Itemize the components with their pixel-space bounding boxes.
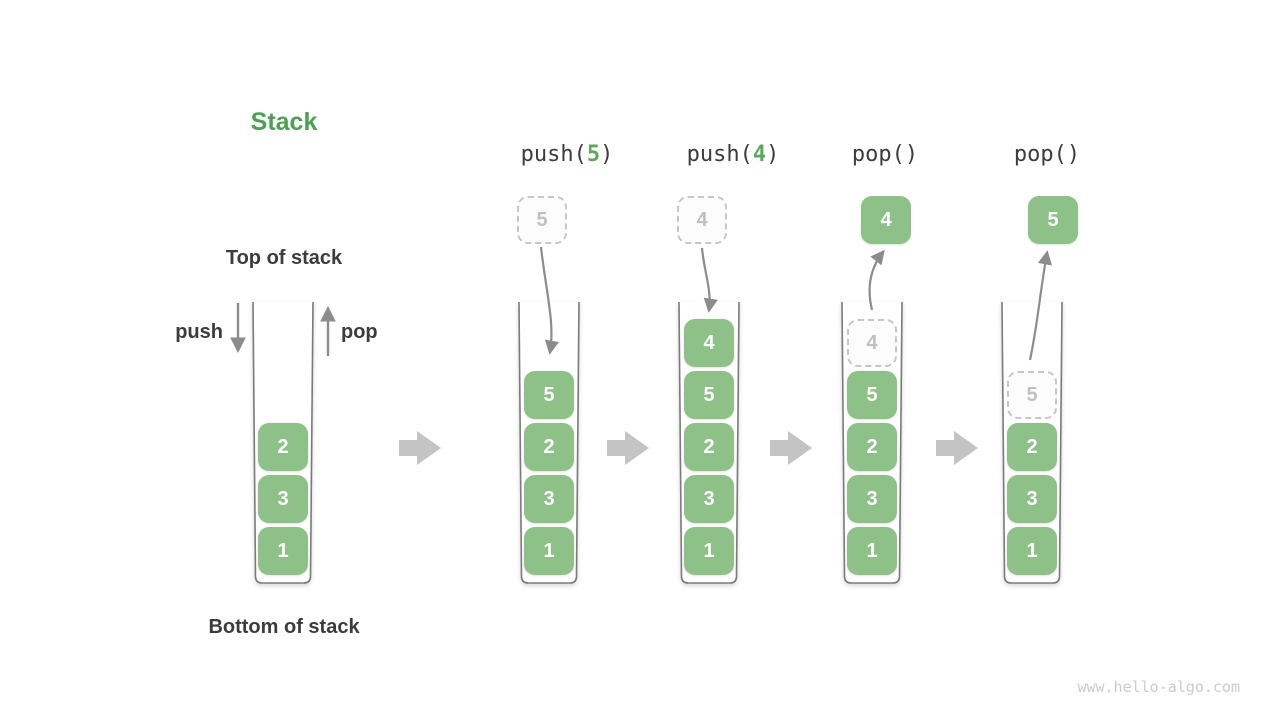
stack-cell-dashed: 4	[847, 319, 897, 367]
operation-paren: )	[904, 142, 919, 167]
operation-name: push(	[520, 142, 587, 167]
push-flow-arrow-icon	[700, 247, 718, 313]
stack-cell: 3	[1007, 475, 1057, 523]
stack-cell: 3	[258, 475, 308, 523]
stack-cell: 1	[258, 527, 308, 575]
stack-cell: 5	[524, 371, 574, 419]
stack-cell: 3	[847, 475, 897, 523]
pop-flow-arrow-icon	[1028, 250, 1053, 361]
step-arrow-icon	[399, 431, 441, 465]
stack-cell: 2	[847, 423, 897, 471]
operation-label-pop-second: pop()	[1014, 142, 1080, 167]
pop-label: pop	[341, 321, 378, 343]
operation-name: push(	[686, 142, 753, 167]
diagram-title: Stack	[250, 108, 318, 136]
top-of-stack-label: Top of stack	[225, 247, 343, 269]
operation-label-push-4: push(4)	[687, 142, 780, 167]
stack-cell-dashed: 5	[1007, 371, 1057, 419]
operation-paren: )	[600, 142, 614, 167]
operation-paren: )	[766, 142, 780, 167]
operation-arg: 5	[586, 142, 601, 167]
stack-cell: 1	[1007, 527, 1057, 575]
operation-label-pop-first: pop()	[852, 142, 918, 167]
operation-label-push-5: push(5)	[521, 142, 614, 167]
stack-cell: 2	[524, 423, 574, 471]
stack-cell: 3	[524, 475, 574, 523]
stack-cell: 1	[847, 527, 897, 575]
step-arrow-icon	[936, 431, 978, 465]
stack-cell: 5	[684, 371, 734, 419]
push-flow-arrow-icon	[539, 246, 559, 355]
operation-name: pop(	[851, 142, 905, 167]
stack-cell: 2	[1007, 423, 1057, 471]
stack-cell: 5	[847, 371, 897, 419]
operation-arg: 4	[752, 142, 767, 167]
pop-flow-arrow-icon	[868, 249, 885, 311]
stack-cell: 1	[524, 527, 574, 575]
diagram-arrows	[230, 246, 1053, 465]
operation-name: pop(	[1013, 142, 1067, 167]
step-arrow-icon	[770, 431, 812, 465]
operation-paren: )	[1066, 142, 1081, 167]
stack-cell: 2	[684, 423, 734, 471]
stack-cell: 4	[684, 319, 734, 367]
bottom-of-stack-label: Bottom of stack	[208, 616, 360, 638]
floating-cell: 5	[1028, 196, 1078, 244]
floating-cell-dashed: 5	[517, 196, 567, 244]
watermark: www.hello-algo.com	[1077, 678, 1240, 696]
push-label: push	[175, 321, 223, 343]
floating-cell: 4	[861, 196, 911, 244]
stack-cell: 1	[684, 527, 734, 575]
stack-cell: 3	[684, 475, 734, 523]
stack-cell: 2	[258, 423, 308, 471]
floating-cell-dashed: 4	[677, 196, 727, 244]
step-arrow-icon	[607, 431, 649, 465]
